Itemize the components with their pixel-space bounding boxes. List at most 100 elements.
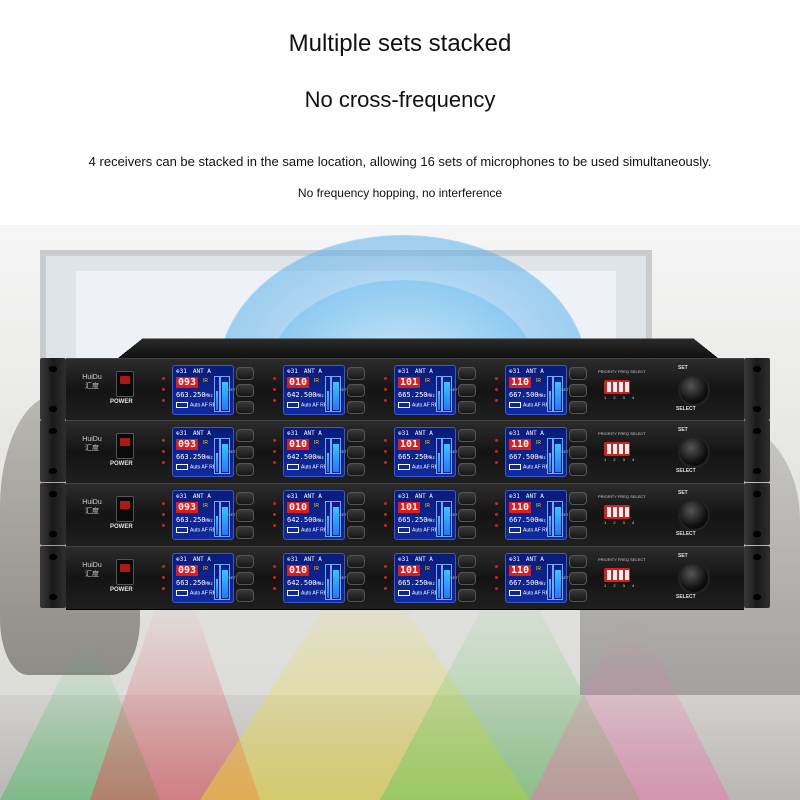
dip-toggle[interactable] xyxy=(625,570,629,580)
up-button[interactable] xyxy=(458,555,476,568)
power-switch[interactable] xyxy=(116,559,134,585)
set-button[interactable] xyxy=(347,572,365,585)
down-button[interactable] xyxy=(236,401,254,414)
lcd-antenna: ANT A xyxy=(192,493,211,500)
dip-toggle[interactable] xyxy=(613,444,617,454)
set-button[interactable] xyxy=(458,572,476,585)
up-button[interactable] xyxy=(569,429,587,442)
up-button[interactable] xyxy=(458,367,476,380)
up-button[interactable] xyxy=(347,555,365,568)
rack-ear-left xyxy=(40,546,66,608)
dip-switch[interactable] xyxy=(604,380,630,394)
set-button[interactable] xyxy=(347,446,365,459)
lcd-mode-row: Auto AF RF xyxy=(176,464,216,470)
up-button[interactable] xyxy=(236,492,254,505)
up-button[interactable] xyxy=(347,367,365,380)
down-button[interactable] xyxy=(458,526,476,539)
dip-toggle[interactable] xyxy=(619,507,623,517)
lcd-frequency: 642.500MHz xyxy=(287,391,324,399)
select-knob[interactable] xyxy=(678,562,710,594)
select-knob[interactable] xyxy=(678,374,710,406)
down-button[interactable] xyxy=(236,589,254,602)
set-button[interactable] xyxy=(458,384,476,397)
dip-toggle[interactable] xyxy=(625,444,629,454)
down-button[interactable] xyxy=(569,401,587,414)
set-button[interactable] xyxy=(236,509,254,522)
up-button[interactable] xyxy=(569,367,587,380)
set-key-label: SET xyxy=(561,449,569,454)
set-button[interactable] xyxy=(569,509,587,522)
power-switch[interactable] xyxy=(116,433,134,459)
power-switch[interactable] xyxy=(116,496,134,522)
up-button[interactable] xyxy=(347,492,365,505)
dip-toggle[interactable] xyxy=(607,382,611,392)
select-knob[interactable] xyxy=(678,499,710,531)
down-button[interactable] xyxy=(347,463,365,476)
set-button[interactable] xyxy=(347,384,365,397)
dip-toggle[interactable] xyxy=(625,382,629,392)
led-indicator xyxy=(384,587,387,590)
down-button[interactable] xyxy=(458,463,476,476)
dip-toggle[interactable] xyxy=(607,570,611,580)
lcd-ir: IR xyxy=(536,378,541,384)
up-button[interactable] xyxy=(458,492,476,505)
down-button[interactable] xyxy=(236,463,254,476)
up-button[interactable] xyxy=(236,367,254,380)
lcd-ir: IR xyxy=(314,503,319,509)
set-button[interactable] xyxy=(347,509,365,522)
dip-toggle[interactable] xyxy=(607,507,611,517)
dip-switch[interactable] xyxy=(604,505,630,519)
power-switch[interactable] xyxy=(116,371,134,397)
down-button[interactable] xyxy=(569,463,587,476)
down-button[interactable] xyxy=(347,526,365,539)
rack-ear-left xyxy=(40,420,66,482)
up-button[interactable] xyxy=(569,555,587,568)
rf-meter-fill xyxy=(327,390,329,410)
up-button[interactable] xyxy=(458,429,476,442)
dip-toggle[interactable] xyxy=(619,382,623,392)
set-key-label: SET xyxy=(450,449,458,454)
set-button[interactable] xyxy=(236,446,254,459)
set-button[interactable] xyxy=(458,446,476,459)
set-button[interactable] xyxy=(236,384,254,397)
up-button[interactable] xyxy=(347,429,365,442)
down-button[interactable] xyxy=(347,401,365,414)
status-leds xyxy=(495,377,501,410)
dip-toggle[interactable] xyxy=(625,507,629,517)
down-button[interactable] xyxy=(458,401,476,414)
dip-toggle[interactable] xyxy=(613,382,617,392)
dip-toggle[interactable] xyxy=(613,570,617,580)
down-button[interactable] xyxy=(569,526,587,539)
dip-toggle[interactable] xyxy=(619,444,623,454)
dip-toggle[interactable] xyxy=(619,570,623,580)
set-button[interactable] xyxy=(569,384,587,397)
set-button[interactable] xyxy=(458,509,476,522)
up-button[interactable] xyxy=(569,492,587,505)
set-key-label: SET xyxy=(561,387,569,392)
dip-toggle[interactable] xyxy=(607,444,611,454)
af-meter-fill xyxy=(222,444,228,472)
up-button[interactable] xyxy=(236,555,254,568)
select-knob[interactable] xyxy=(678,436,710,468)
lcd-freq-value: 667.500 xyxy=(509,516,539,524)
rf-meter-fill xyxy=(549,578,551,598)
set-button[interactable] xyxy=(236,572,254,585)
down-button[interactable] xyxy=(347,589,365,602)
led-indicator xyxy=(384,461,387,464)
up-button[interactable] xyxy=(236,429,254,442)
set-button[interactable] xyxy=(569,446,587,459)
dip-switch[interactable] xyxy=(604,568,630,582)
down-button[interactable] xyxy=(569,589,587,602)
status-leds xyxy=(273,565,279,598)
rf-meter xyxy=(325,501,331,537)
lcd-channel: 31 xyxy=(290,430,298,437)
down-button[interactable] xyxy=(236,526,254,539)
brand-name: HuiDu xyxy=(82,436,102,443)
status-leds xyxy=(273,439,279,472)
down-button[interactable] xyxy=(458,589,476,602)
dip-toggle[interactable] xyxy=(613,507,617,517)
set-button[interactable] xyxy=(569,572,587,585)
dip-switch[interactable] xyxy=(604,442,630,456)
